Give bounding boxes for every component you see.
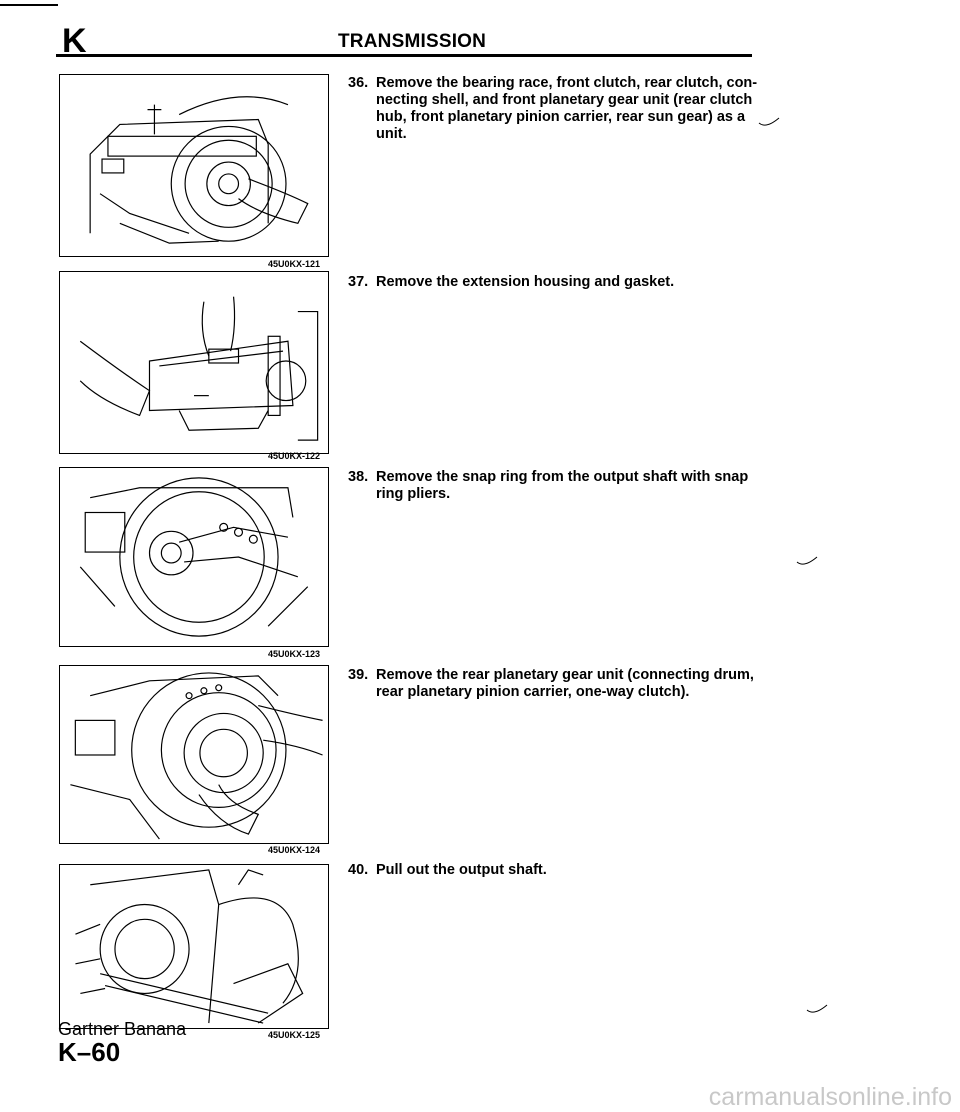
step-number: 40. [348,862,369,878]
figure-5-code: 45U0KX-125 [268,1030,321,1040]
watermark: carmanualsonline.info [708,1083,952,1111]
step-number: 39. [348,667,369,683]
figure-2-code: 45U0KX-122 [268,451,321,461]
figure-2 [59,271,329,454]
output-shaft-pull-illustration-icon [75,869,304,1024]
step-number: 36. [348,75,369,91]
figure-4-code: 45U0KX-124 [268,845,321,855]
step-37: 37. Remove the extension housing and gask… [348,274,763,291]
figure-5 [59,864,329,1029]
margin-check-icon [806,1004,828,1013]
step-line: rear planetary pinion carrier, one-way c… [376,684,690,700]
page-title: TRANSMISSION [338,31,487,52]
step-38: 38. Remove the snap ring from the output … [348,469,763,503]
rear-planetary-gear-removal-illustration-icon [70,672,323,840]
step-line: Remove the extension housing and gasket. [376,274,675,290]
step-line: hub, front planetary pinion carrier, rea… [376,109,746,125]
figure-4 [59,665,329,844]
page-number: K–60 [58,1037,121,1067]
step-40: 40. Pull out the output shaft. [348,862,763,879]
section-letter: K [62,22,87,60]
step-line: Remove the bearing race, front clutch, r… [376,75,758,91]
step-number: 37. [348,274,369,290]
figure-1-code: 45U0KX-121 [268,259,321,269]
step-line: Remove the rear planetary gear unit (con… [376,667,754,683]
margin-check-icon [796,556,818,565]
step-39: 39. Remove the rear planetary gear unit (… [348,667,763,701]
step-line: Pull out the output shaft. [376,862,547,878]
figure-3 [59,467,329,647]
extension-housing-removal-illustration-icon [79,296,319,441]
step-36: 36. Remove the bearing race, front clutch… [348,75,763,143]
step-number: 38. [348,469,369,485]
step-line: ring pliers. [376,486,451,502]
clutch-assembly-removal-illustration-icon [89,96,309,244]
header-rule [56,54,752,57]
figure-1 [59,74,329,257]
step-line: Remove the snap ring from the output sha… [376,469,749,485]
snap-ring-pliers-illustration-icon [79,477,309,637]
footer-brand: Gartner Banana [58,1019,187,1039]
figure-3-code: 45U0KX-123 [268,649,321,659]
top-left-rule [0,4,58,6]
step-line: necting shell, and front planetary gear … [376,92,753,108]
step-line: unit. [376,126,407,142]
margin-check-icon [758,117,780,126]
